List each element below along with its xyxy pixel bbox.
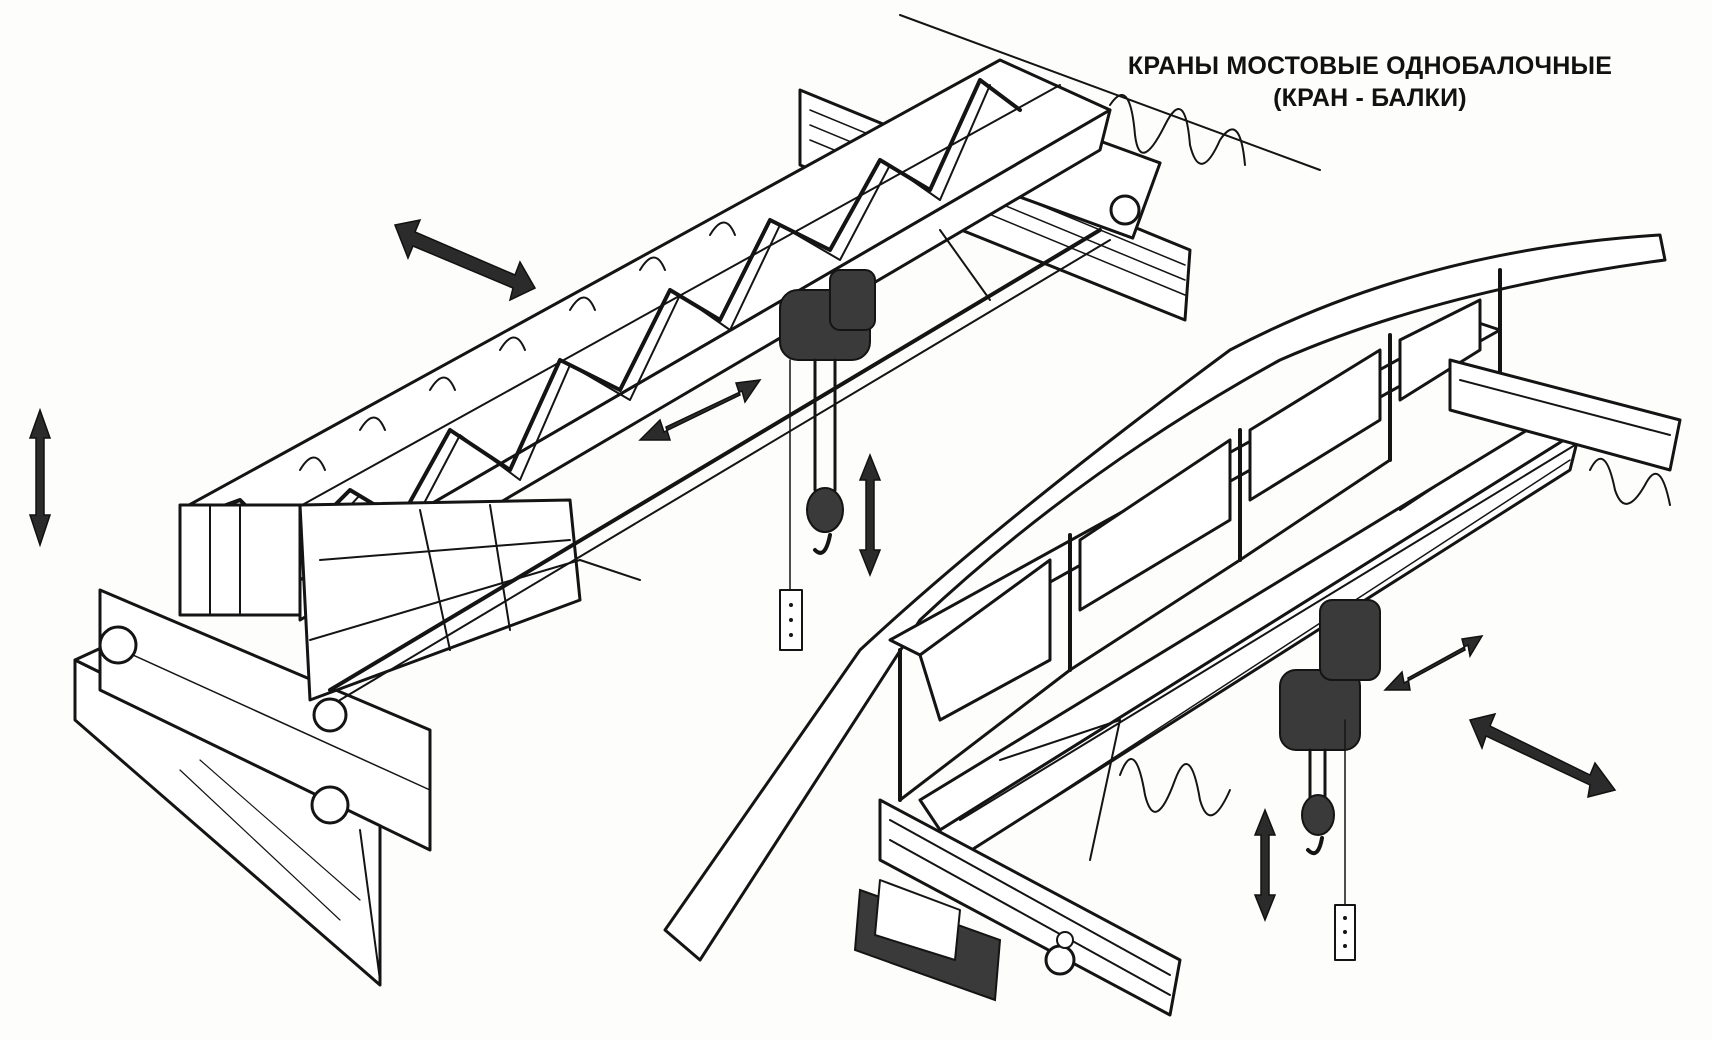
- left-crane: [28, 14, 1321, 987]
- hook-lift-arrow: [858, 452, 882, 578]
- right-crane: [663, 233, 1682, 1017]
- diagram-title: КРАНЫ МОСТОВЫЕ ОДНОБАЛОЧНЫЕ (КРАН - БАЛК…: [1040, 50, 1700, 114]
- right-lift-arrow: [1253, 807, 1277, 923]
- right-trolley-arrow: [1383, 635, 1484, 691]
- bridge-travel-arrow: [393, 218, 537, 302]
- right-arched-truss: [663, 233, 1667, 962]
- title-line-2: (КРАН - БАЛКИ): [1273, 84, 1467, 112]
- right-bridge-arrow: [1468, 712, 1617, 799]
- trolley-travel-arrow: [638, 379, 762, 441]
- left-vertical-arrow: [28, 407, 52, 548]
- right-hoist: [1279, 599, 1381, 961]
- right-i-beam-girder: [918, 408, 1582, 872]
- left-crane-arrows: [28, 218, 882, 578]
- left-hoist: [779, 269, 876, 651]
- left-truss-girder: [178, 58, 1112, 702]
- title-line-1: КРАНЫ МОСТОВЫЕ ОДНОБАЛОЧНЫЕ: [1127, 52, 1613, 80]
- right-runway: [853, 358, 1682, 1017]
- right-crane-arrows: [1253, 635, 1617, 923]
- left-near-end-carriage: [73, 588, 432, 987]
